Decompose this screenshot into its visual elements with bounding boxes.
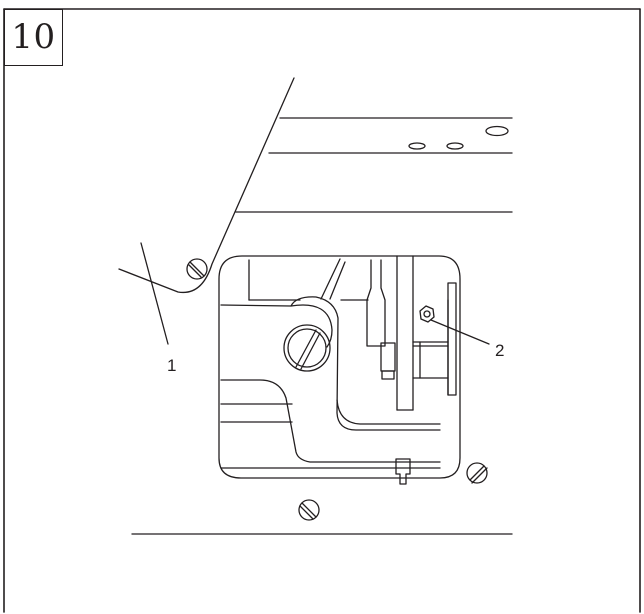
page-border [3,8,641,613]
mechanism [220,255,457,485]
inspection-window [218,255,461,479]
callout-2-label: 2 [495,341,504,360]
cloth-edge [118,77,295,345]
screw-icon [186,258,208,280]
screw-icon-bottom [298,499,320,521]
leader-line-2 [430,319,490,345]
bed-plate-lines [131,117,513,535]
hex-nut-icon [419,305,490,345]
callout-1-label: 1 [167,356,176,375]
leader-line-1 [140,242,169,345]
screw-icon-right [466,462,488,484]
bed-holes [408,125,509,150]
page-number-box: 10 [4,9,63,66]
